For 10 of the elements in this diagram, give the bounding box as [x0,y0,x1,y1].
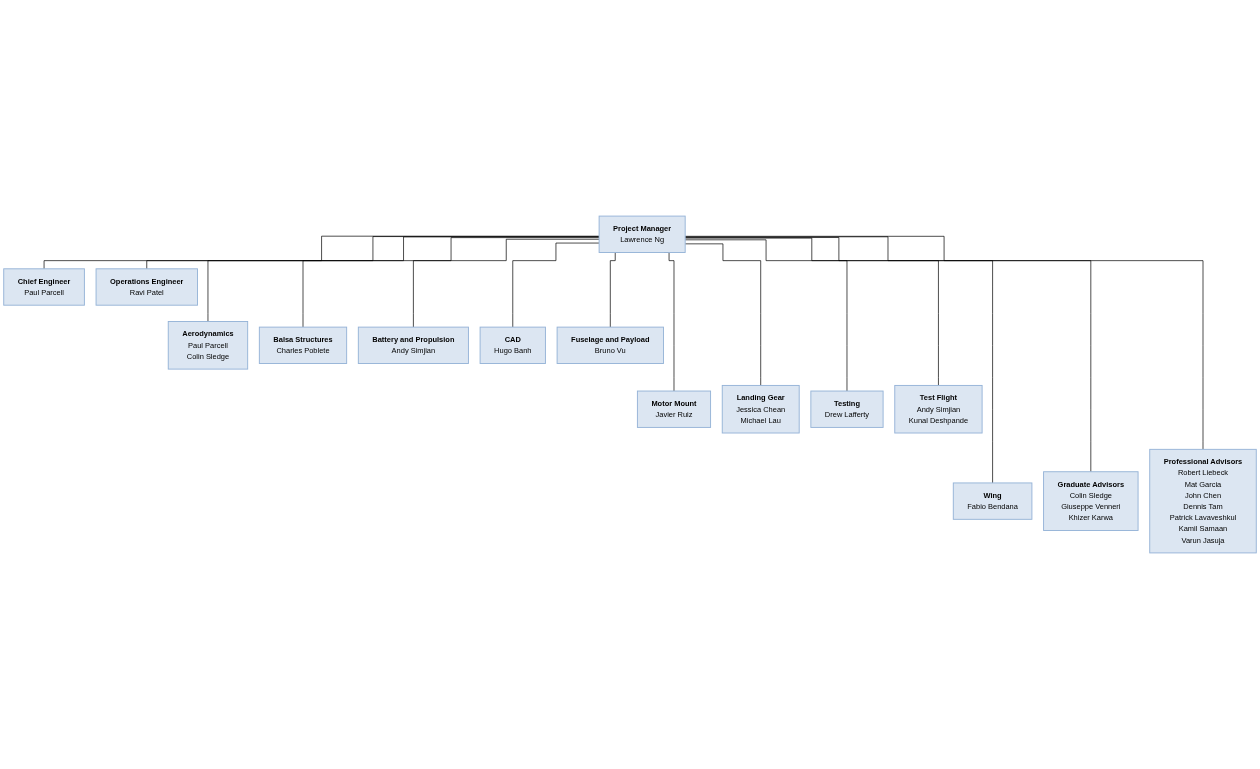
connector [684,243,762,386]
connector [684,235,1204,450]
connector [413,238,600,328]
connector [684,239,848,392]
connector [684,237,993,484]
connector [684,236,1092,473]
connector [302,237,600,328]
connector [207,236,600,322]
connector [512,242,600,328]
connector [684,237,939,386]
